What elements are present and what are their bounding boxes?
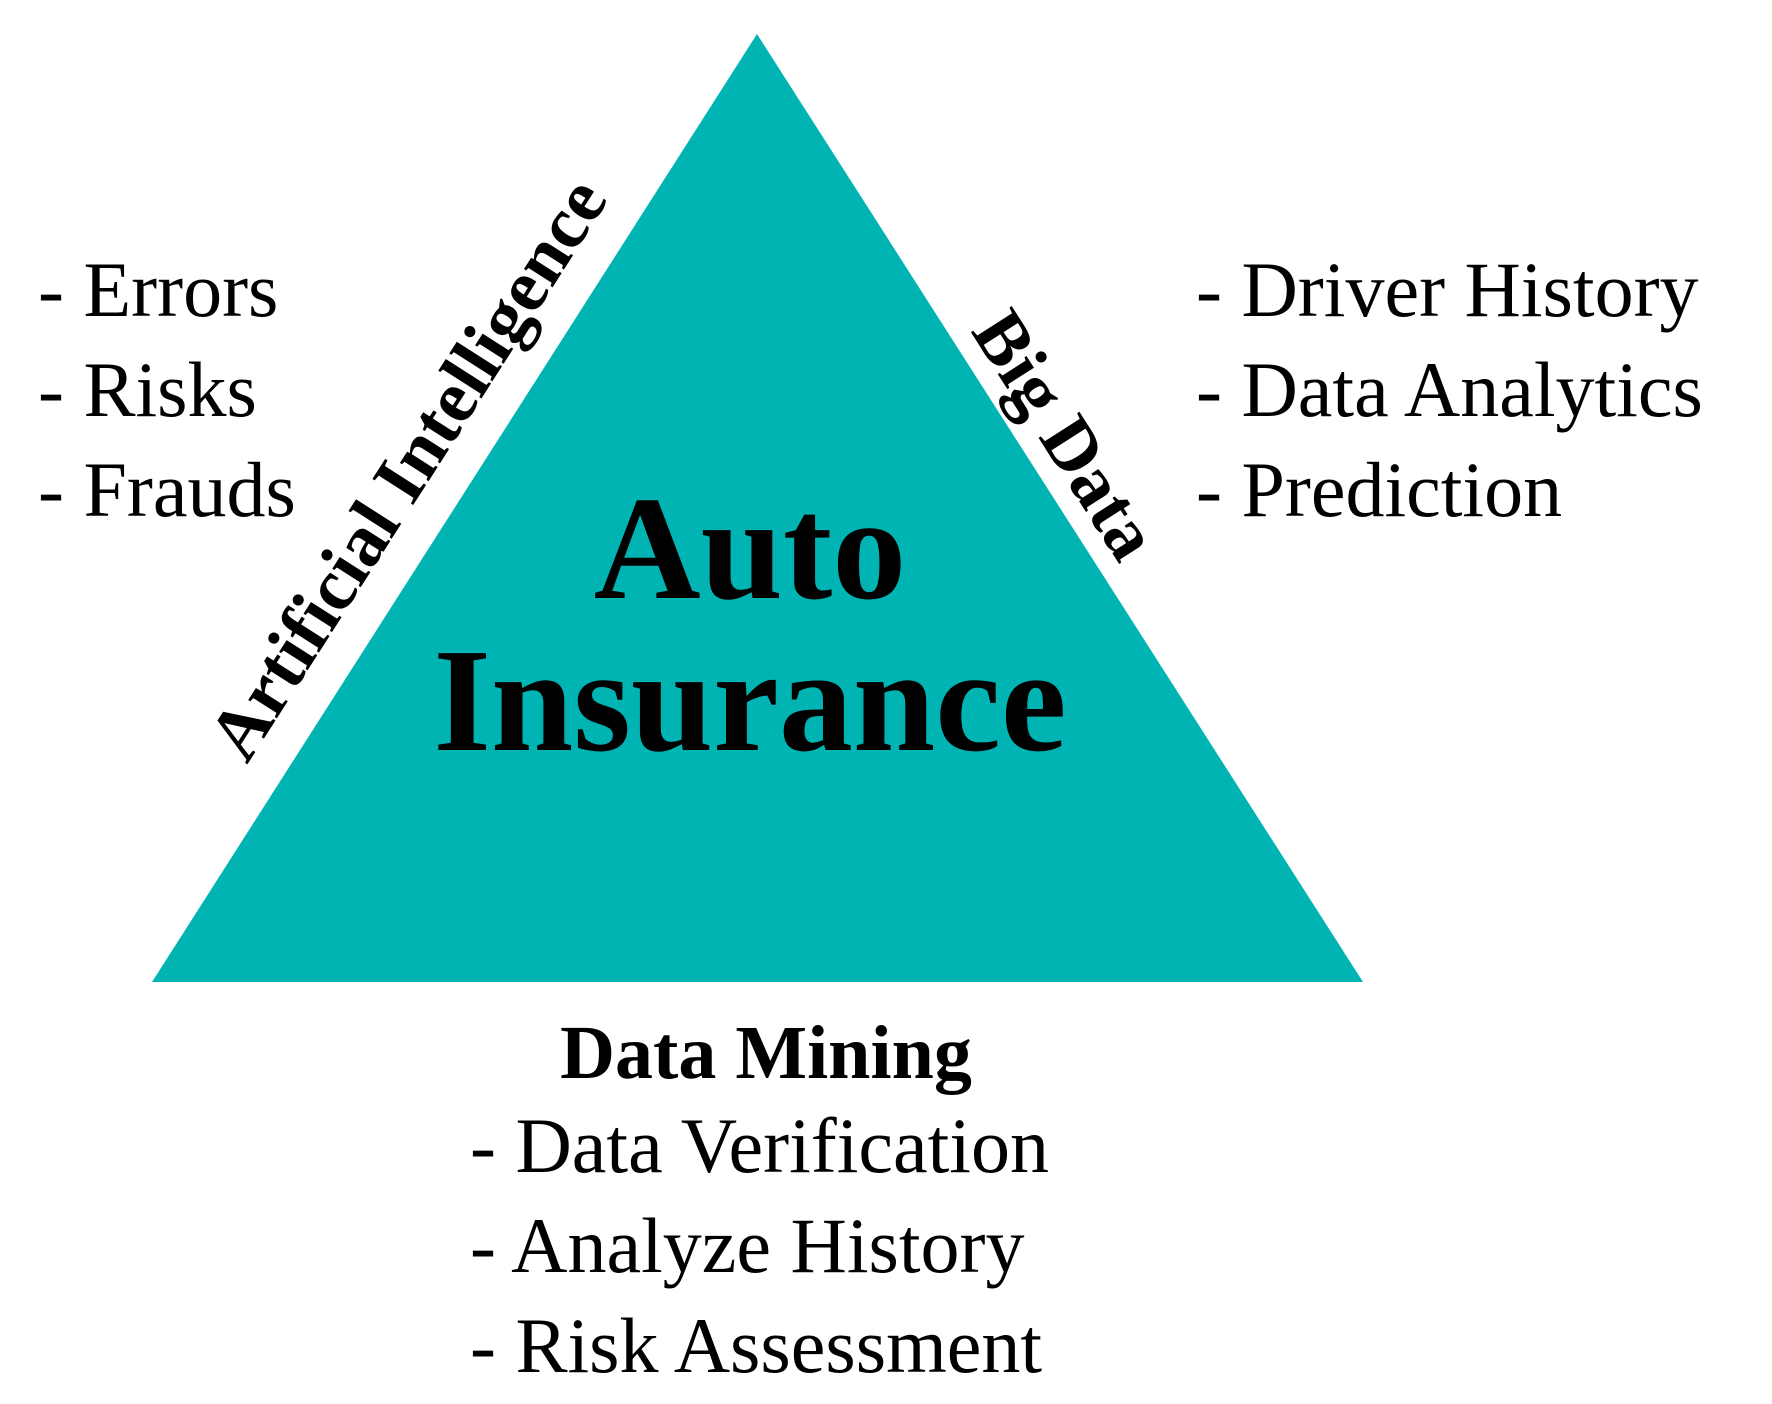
center-title-line-1: Auto <box>594 467 906 631</box>
center-title-line-2: Insurance <box>433 619 1066 783</box>
left-list-item: - Risks <box>38 346 257 433</box>
central-triangle <box>152 34 1363 982</box>
right-list-item: - Data Analytics <box>1196 346 1703 433</box>
bottom-list: - Data Verification - Analyze History - … <box>470 1102 1049 1389</box>
right-list: - Driver History - Data Analytics - Pred… <box>1196 246 1703 533</box>
bottom-list-item: - Analyze History <box>470 1202 1025 1289</box>
right-list-item: - Driver History <box>1196 246 1699 333</box>
left-list: - Errors - Risks - Frauds <box>38 246 296 533</box>
right-list-item: - Prediction <box>1196 446 1562 533</box>
bottom-list-item: - Risk Assessment <box>470 1302 1042 1389</box>
left-list-item: - Frauds <box>38 446 296 533</box>
bottom-list-item: - Data Verification <box>470 1102 1049 1189</box>
left-list-item: - Errors <box>38 246 278 333</box>
bottom-edge-label: Data Mining <box>560 1011 972 1095</box>
